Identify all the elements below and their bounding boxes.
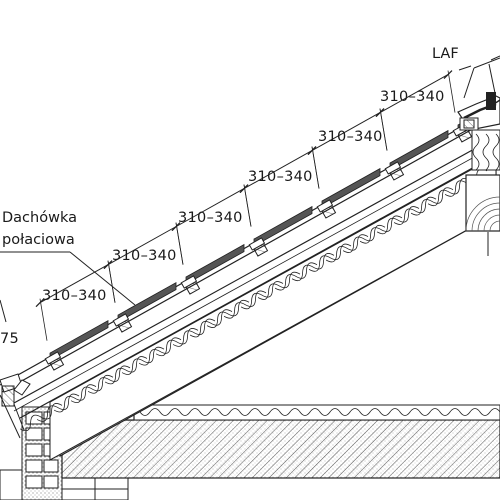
dimension-tick	[375, 108, 385, 118]
dimension-tick	[35, 298, 45, 308]
dimension-line	[311, 112, 381, 152]
batten	[316, 199, 337, 219]
extension-line	[379, 108, 388, 151]
dimension-label: 310–340	[42, 288, 107, 304]
dimension-label: 310–340	[112, 248, 177, 264]
batten	[112, 313, 133, 333]
dimension-line	[107, 226, 177, 266]
dimension-tick	[443, 70, 453, 80]
eave-detail	[0, 373, 31, 439]
partial-dimension-label: 75	[0, 331, 19, 347]
extension-line	[175, 222, 184, 265]
dimension-label: 310–340	[248, 169, 313, 185]
dimension-label: 310–340	[178, 210, 243, 226]
membrane-and-counter-battens	[13, 136, 497, 419]
batten	[180, 275, 201, 295]
thermal-insulation	[19, 155, 497, 461]
dimension-line	[243, 150, 313, 190]
partial-dimension-line	[0, 299, 7, 323]
laf-leader	[458, 55, 500, 99]
batten	[384, 161, 405, 181]
extension-line	[447, 70, 456, 113]
dimension-tick	[239, 184, 249, 194]
dimension-tick	[307, 146, 317, 156]
dimension-label: 310–340	[318, 129, 383, 145]
tile-name-line1: Dachówka	[2, 210, 77, 226]
dimension-line	[175, 188, 245, 228]
batten	[248, 237, 269, 257]
extension-line	[39, 298, 48, 341]
batten	[44, 351, 65, 371]
ceiling-slab	[61, 404, 500, 479]
extension-line	[107, 260, 116, 303]
extension-line	[243, 184, 252, 227]
tile-label-leader	[0, 251, 136, 306]
dimension-label: 310–340	[380, 89, 445, 105]
tile-name-line2: połaciowa	[2, 232, 75, 248]
dimension-lines	[35, 70, 456, 341]
dimension-tick	[171, 222, 181, 232]
laf-label: LAF	[432, 46, 459, 62]
extension-line	[311, 146, 320, 189]
dimension-tick	[103, 260, 113, 270]
ridge-detail	[457, 92, 500, 256]
dimension-line	[379, 74, 449, 114]
dimension-line	[39, 264, 109, 304]
